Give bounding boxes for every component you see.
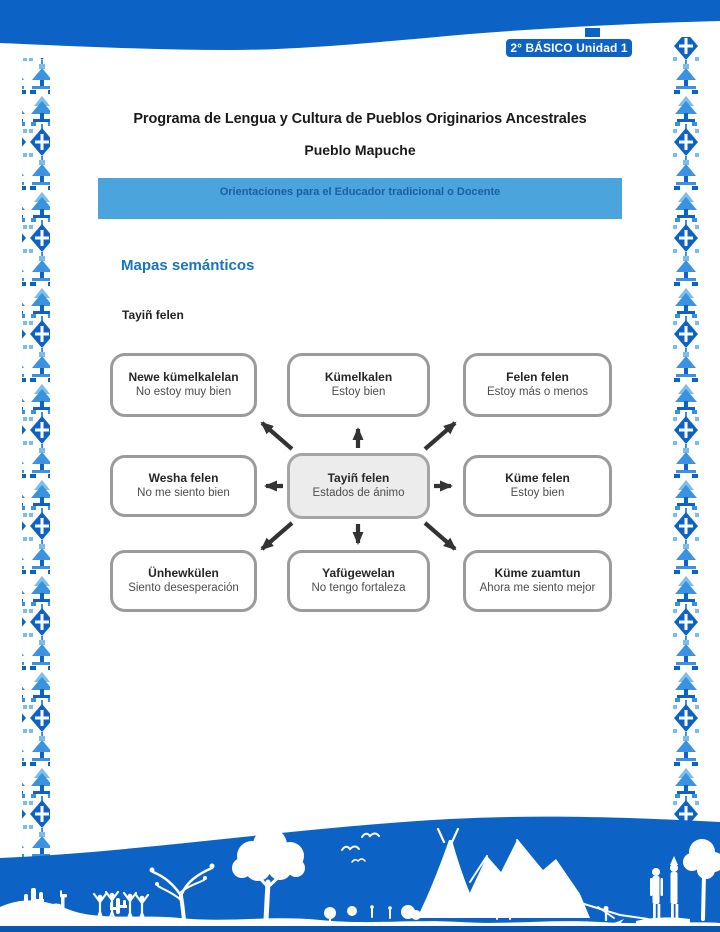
semantic-map: Newe kümelkalelan No estoy muy bien Küme…: [110, 353, 612, 613]
node-translation: Estados de ánimo: [312, 487, 405, 500]
node-term: Wesha felen: [148, 470, 219, 485]
node-term: Ünhewkülen: [148, 565, 219, 580]
map-node-kume-felen: Küme felen Estoy bien: [463, 455, 612, 517]
map-node-felen-felen: Felen felen Estoy más o menos: [463, 353, 612, 417]
map-node-wesha-felen: Wesha felen No me siento bien: [110, 455, 257, 517]
section-heading: Mapas semánticos: [121, 257, 255, 274]
map-node-kume-zuamtun: Küme zuamtun Ahora me siento mejor: [463, 550, 612, 612]
node-term: Kümelkalen: [324, 369, 393, 384]
node-term: Yafügewelan: [322, 565, 395, 580]
node-term: Küme felen: [505, 470, 570, 485]
node-term: Küme zuamtun: [494, 565, 581, 580]
node-translation: Estoy bien: [331, 386, 386, 399]
node-translation: No tengo fortaleza: [311, 582, 406, 595]
map-node-newe-kumelkalelan: Newe kümelkalelan No estoy muy bien: [110, 353, 257, 417]
right-ornament-border: [671, 37, 699, 825]
map-node-unhewkulen: Ünhewkülen Siento desesperación: [110, 550, 257, 612]
unit-badge: 2° BÁSICO Unidad 1: [504, 37, 634, 59]
node-translation: No estoy muy bien: [135, 386, 232, 399]
node-term: Felen felen: [506, 369, 569, 384]
bottom-landscape-illustration: [0, 816, 720, 932]
node-translation: Estoy más o menos: [487, 386, 588, 399]
node-translation: No me siento bien: [137, 487, 230, 500]
node-translation: Estoy bien: [510, 487, 565, 500]
semantic-map-label: Tayiñ felen: [122, 308, 184, 322]
program-subtitle: Pueblo Mapuche: [304, 142, 416, 158]
node-term: Newe kümelkalelan: [128, 369, 239, 384]
map-node-yafugewelan: Yafügewelan No tengo fortaleza: [287, 550, 430, 612]
map-node-kumelkalen: Kümelkalen Estoy bien: [287, 353, 430, 417]
orientation-banner: Orientaciones para el Educador tradicion…: [98, 178, 622, 219]
node-term: Tayiñ felen: [327, 470, 390, 485]
program-title: Programa de Lengua y Cultura de Pueblos …: [133, 111, 587, 127]
map-node-center-tayin-felen: Tayiñ felen Estados de ánimo: [287, 453, 430, 519]
node-translation: Ahora me siento mejor: [479, 582, 596, 595]
node-translation: Siento desesperación: [128, 582, 239, 595]
left-ornament-border: [22, 58, 50, 858]
semantic-map-arrows: [260, 421, 457, 551]
